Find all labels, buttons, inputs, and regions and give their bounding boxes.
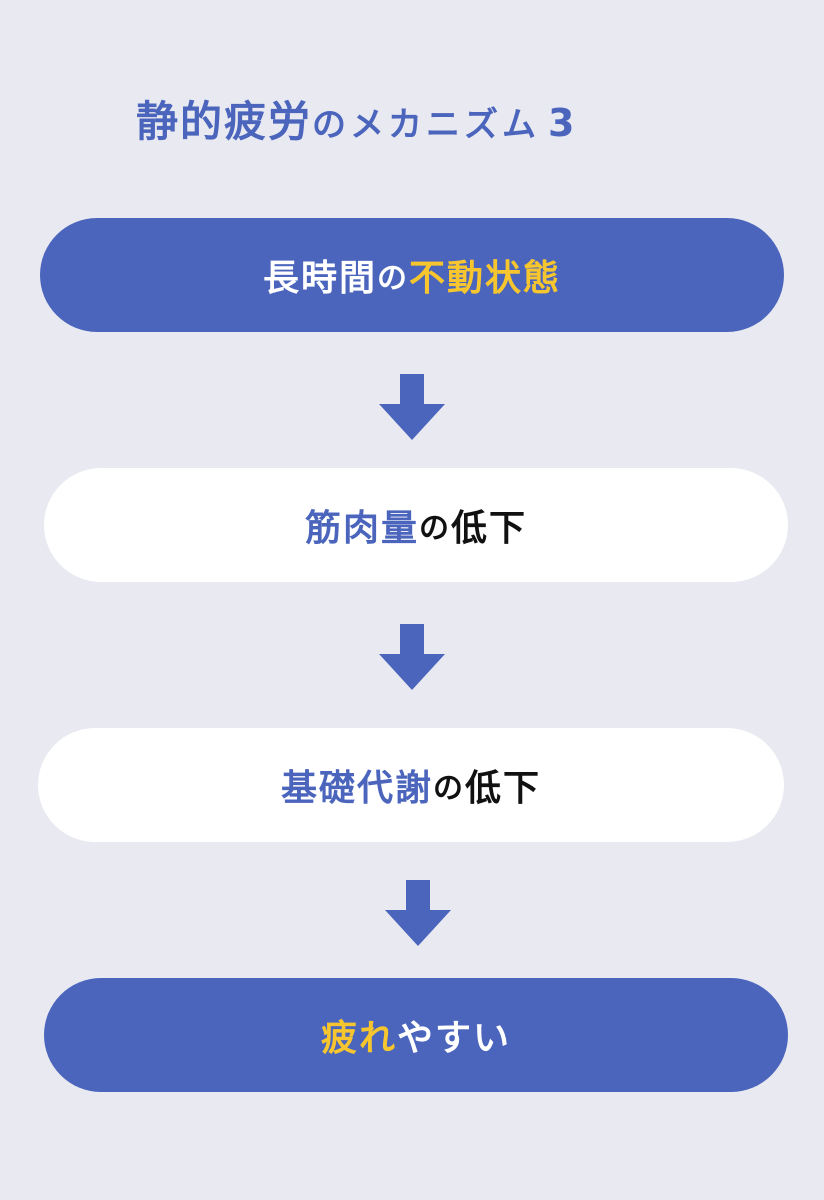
step-2-highlight: 筋肉量 bbox=[304, 508, 419, 549]
step-2-joiner: の bbox=[419, 511, 451, 546]
step-1-pre: 長時間 bbox=[262, 258, 377, 299]
step-3-highlight: 基礎代謝 bbox=[280, 768, 433, 809]
step-1-box: 長時間の不動状態 bbox=[40, 218, 784, 332]
title-main: 静的疲労 bbox=[136, 97, 313, 146]
arrow-down-icon bbox=[385, 880, 451, 946]
step-1-highlight: 不動状態 bbox=[409, 258, 562, 299]
step-4-box: 疲れやすい bbox=[44, 978, 788, 1092]
step-4-highlight: 疲れ bbox=[320, 1018, 397, 1059]
step-3-box: 基礎代謝の低下 bbox=[38, 728, 784, 842]
arrow-down-icon bbox=[379, 374, 445, 440]
step-1-joiner: の bbox=[377, 261, 409, 296]
step-2-post: 低下 bbox=[451, 508, 528, 549]
step-3-post: 低下 bbox=[465, 768, 542, 809]
step-2-box: 筋肉量の低下 bbox=[44, 468, 788, 582]
title-sub: のメカニズム bbox=[312, 105, 541, 145]
step-3-joiner: の bbox=[433, 771, 465, 806]
arrow-down-icon bbox=[379, 624, 445, 690]
title-number: 3 bbox=[548, 101, 575, 145]
step-4-post: やすい bbox=[397, 1018, 512, 1059]
